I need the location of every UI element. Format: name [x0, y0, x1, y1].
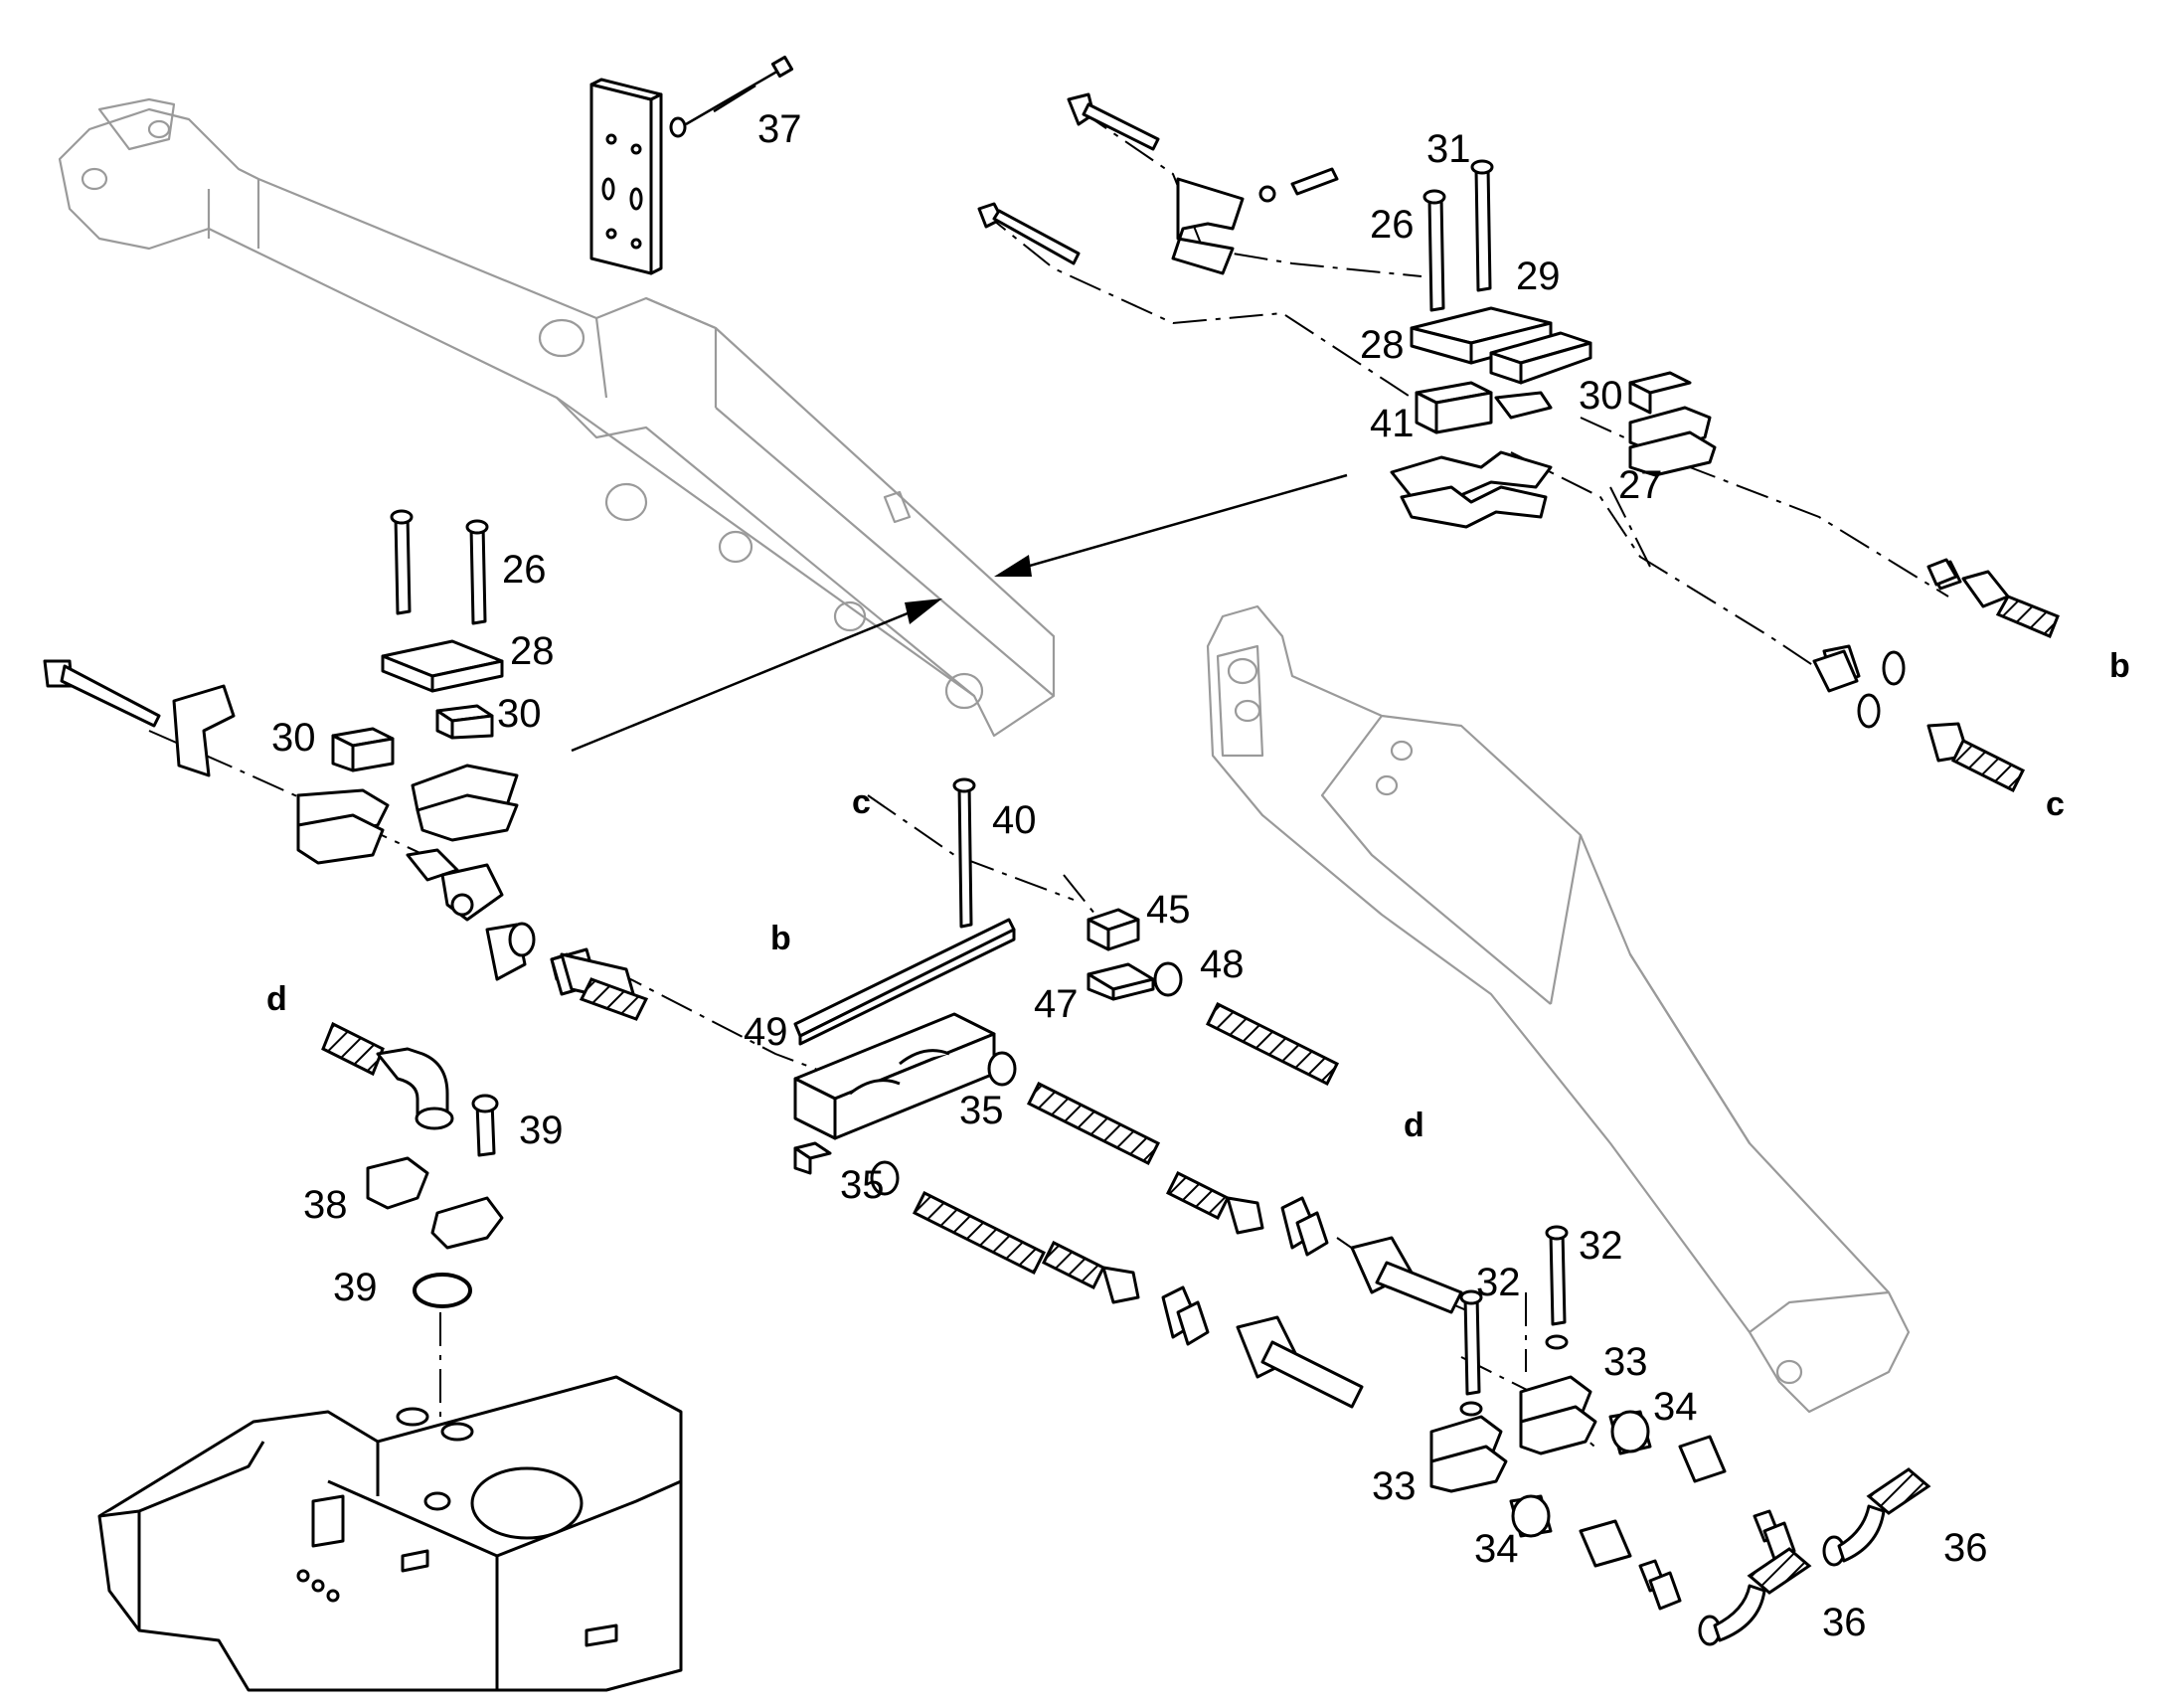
- connection-c-center: c: [852, 783, 871, 821]
- clamp-assembly-left: [43, 509, 649, 1021]
- split-flange-halves: [1161, 1196, 1463, 1409]
- callout-27: 27: [1618, 463, 1663, 507]
- callout-35-lower: 35: [840, 1163, 885, 1207]
- elbow-hose-d: [321, 1021, 504, 1308]
- callout-30-left-b: 30: [497, 692, 542, 736]
- hose-fittings-upper: [1812, 558, 2060, 793]
- callout-32-right: 32: [1579, 1224, 1623, 1268]
- connection-c-upper: c: [2046, 785, 2065, 823]
- callout-29: 29: [1516, 255, 1561, 298]
- mounting-plate-37: [589, 55, 794, 275]
- callout-26-upper: 26: [1370, 203, 1415, 247]
- callout-39: 39: [333, 1266, 378, 1309]
- detail-arrows: [571, 473, 1348, 753]
- callout-28-upper: 28: [1360, 323, 1405, 367]
- callout-41: 41: [1370, 402, 1415, 445]
- boom-arm-outline: [58, 97, 1056, 738]
- clamp-assembly-lower-right: [1429, 1225, 1931, 1646]
- connection-b-center: b: [770, 920, 791, 957]
- hydraulic-tank: [97, 1375, 683, 1692]
- callout-34-lower: 34: [1474, 1527, 1519, 1571]
- connection-d-right: d: [1404, 1107, 1424, 1144]
- callout-37: 37: [757, 107, 802, 151]
- callout-30-left-a: 30: [271, 716, 316, 760]
- callout-40: 39: [519, 1109, 564, 1152]
- callout-31: 31: [1426, 127, 1471, 171]
- callout-26-left: 26: [502, 548, 547, 592]
- callout-28-left: 28: [510, 629, 555, 673]
- callout-32-left: 32: [1476, 1261, 1521, 1304]
- connection-b-upper: b: [2109, 647, 2130, 685]
- callout-36-upper: 36: [1943, 1526, 1988, 1570]
- callout-48: 48: [1200, 942, 1245, 986]
- connection-d-left: d: [266, 980, 287, 1018]
- callout-46: 40: [992, 798, 1037, 842]
- dipper-arm-outline: [1206, 604, 1911, 1414]
- callout-47: 47: [1034, 982, 1079, 1026]
- callout-45: 45: [1146, 888, 1191, 932]
- callout-36-lower: 36: [1822, 1601, 1867, 1644]
- callout-33-upper: 33: [1603, 1340, 1648, 1384]
- callout-33-lower: 33: [1372, 1464, 1417, 1508]
- callout-38: 38: [303, 1183, 348, 1227]
- callout-34-upper: 34: [1653, 1385, 1698, 1429]
- clamp-assembly-upper: [977, 92, 1717, 529]
- clamp-block-center: [793, 777, 1340, 1304]
- callout-35-upper: 35: [959, 1089, 1004, 1132]
- callout-30-upper: 30: [1579, 374, 1623, 418]
- callout-49: 49: [744, 1010, 788, 1054]
